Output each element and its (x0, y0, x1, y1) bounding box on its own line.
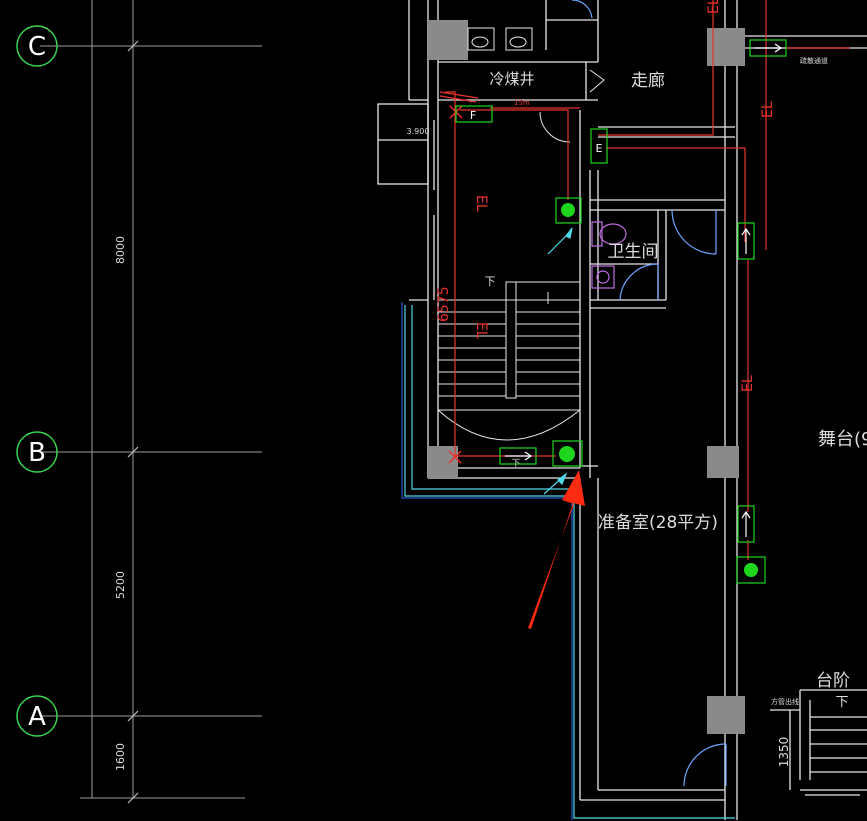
washbasin-fixtures (467, 27, 533, 51)
axis-label-c: C (28, 32, 46, 62)
room-restroom: 卫生间 (608, 242, 659, 262)
cyan-leaders (543, 227, 573, 495)
panel-e-label: E (596, 142, 603, 155)
small-note-exit: 疏散通道 (800, 56, 828, 65)
room-steps: 台阶 (816, 671, 850, 691)
el-label-4: EL (740, 375, 756, 392)
small-note-15m: 15m (514, 99, 530, 107)
el-label-1: EL (473, 195, 489, 212)
toilet-fixture (591, 221, 627, 247)
sink-fixture (591, 265, 615, 289)
label-down-stair: 下 (485, 275, 496, 288)
room-prep: 准备室(28平方) (598, 513, 718, 533)
el-label-3: EL (760, 101, 776, 118)
exit-sign-symbols (499, 39, 787, 543)
corridor-door (539, 69, 605, 143)
room-corridor: 走廊 (631, 71, 665, 91)
dimension-5200: 5200 (114, 571, 127, 599)
label-down-landing: 下 (511, 459, 520, 469)
axis-marker-c: C (16, 25, 58, 67)
axis-grid (40, 0, 262, 799)
doors (571, 0, 727, 787)
level-3900: 3.900 (407, 127, 430, 136)
dimension-6575: 6575 (436, 286, 452, 322)
panel-e: E (590, 128, 608, 164)
panel-f: F (455, 105, 493, 123)
annotation-arrow (528, 470, 585, 629)
room-stage: 舞台(92 (818, 429, 867, 450)
el-label-2: EL (473, 322, 489, 339)
dimension-1350: 1350 (777, 737, 791, 768)
label-down-steps: 下 (835, 695, 848, 710)
el-label-5: EL (706, 0, 722, 14)
outer-boundary-blue (401, 302, 573, 820)
panel-f-label: F (470, 109, 476, 122)
axis-label-b: B (28, 438, 46, 468)
dimension-1600: 1600 (114, 743, 127, 771)
dimension-ticks (127, 40, 139, 804)
emergency-light-symbols (552, 197, 766, 584)
stairs (437, 281, 581, 441)
axis-label-a: A (28, 702, 46, 732)
small-note-pipe: 方管出线 (771, 697, 799, 706)
dimension-8000: 8000 (114, 236, 127, 264)
electrical-lines (439, 0, 850, 560)
axis-marker-b: B (16, 431, 58, 473)
exit-arrows (505, 43, 783, 537)
axis-marker-a: A (16, 695, 58, 737)
room-cold-coal-well: 冷煤井 (489, 70, 534, 88)
